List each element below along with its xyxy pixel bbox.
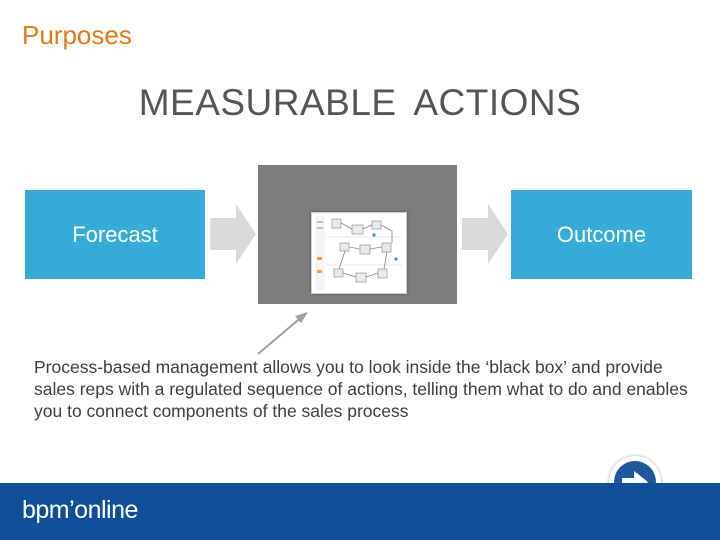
brand-logo: bpm’online <box>22 496 138 524</box>
process-diagram-thumbnail <box>311 212 407 294</box>
footer-bar: bpm’online <box>0 483 720 540</box>
forecast-label: Forecast <box>72 221 158 247</box>
outcome-box: Outcome <box>511 190 692 279</box>
flow-arrow-icon <box>210 204 256 264</box>
main-heading: MEASURABLE ACTIONS <box>138 82 582 123</box>
flow-arrow-icon <box>462 204 508 264</box>
outcome-label: Outcome <box>556 221 647 247</box>
pointer-arrow-icon <box>257 312 308 355</box>
forecast-box: Forecast <box>25 190 205 279</box>
description-text: Process-based management allows you to l… <box>34 357 688 421</box>
slide-title: Purposes <box>22 20 132 50</box>
